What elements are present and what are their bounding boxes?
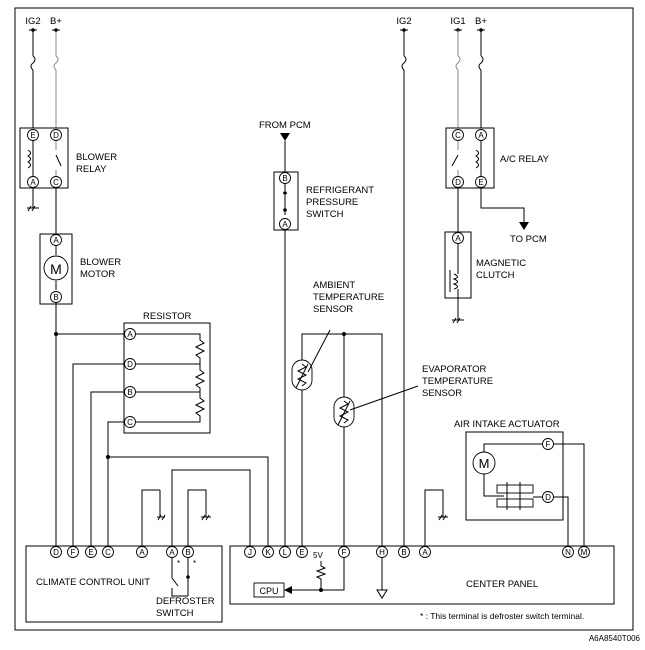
ac-relay-label: A/C RELAY (500, 154, 550, 165)
air-intake-actuator: M F D (465, 431, 564, 521)
center-panel-pin-f: F (342, 548, 347, 557)
refrigerant-switch-label-1: REFRIGERANT (306, 185, 374, 196)
ccu-pin-e: E (88, 548, 93, 557)
blower-relay-pin-e: E (30, 131, 35, 140)
air-intake-pin-d: D (545, 493, 551, 502)
to-pcm-label: TO PCM (510, 234, 547, 245)
resistor: A D B C (123, 322, 211, 434)
magnetic-clutch-label-1: MAGNETIC (476, 258, 526, 269)
from-pcm-label: FROM PCM (259, 120, 311, 131)
power-label-ig1-right: IG1 (450, 16, 465, 27)
resistor-pin-d: D (127, 360, 133, 369)
air-intake-title: AIR INTAKE ACTUATOR (454, 419, 560, 430)
center-panel-pin-n: N (565, 548, 571, 557)
blower-relay: E D A C (19, 127, 69, 189)
footnote: * : This terminal is defroster switch te… (420, 611, 584, 621)
ground-symbol (452, 298, 464, 324)
blower-motor-pin-a: A (53, 236, 59, 245)
ground-symbol (424, 489, 448, 546)
blower-relay-pin-c: C (53, 178, 59, 187)
blower-motor-pin-b: B (53, 293, 58, 302)
resistor-title: RESISTOR (143, 311, 192, 322)
ac-relay-pin-d: D (455, 178, 461, 187)
sensor-wires (301, 332, 383, 546)
refrigerant-pressure-switch: B A (273, 171, 299, 231)
center-panel: J K L E F H B A N M 5V CPU (229, 545, 615, 605)
blower-motor-symbol: M (50, 261, 62, 277)
resistor-pin-c: C (127, 418, 133, 427)
ambient-sensor-label-2: TEMPERATURE (313, 292, 384, 303)
from-pcm-arrow (280, 133, 290, 141)
right-power-wires (454, 28, 485, 128)
ambient-sensor-label-1: AMBIENT (313, 280, 355, 291)
magnetic-clutch-label-2: CLUTCH (476, 270, 515, 281)
magnetic-clutch-pin-a: A (455, 234, 461, 243)
power-label-ig2-left: IG2 (25, 16, 40, 27)
air-intake-pin-f: F (546, 440, 551, 449)
refrigerant-switch-label-3: SWITCH (306, 209, 344, 220)
center-panel-pin-b: B (401, 548, 406, 557)
resistor-pin-a: A (127, 330, 133, 339)
power-label-bplus-right: B+ (475, 16, 487, 27)
blower-relay-label-2: RELAY (76, 164, 107, 175)
power-label-ig2-mid: IG2 (396, 16, 411, 27)
air-intake-wires (554, 443, 585, 546)
ccu-pin-d: D (53, 548, 59, 557)
diagram-frame (14, 7, 634, 631)
ccu-pin-c: C (105, 548, 111, 557)
left-harness-wires (54, 303, 269, 546)
blower-motor-label-2: MOTOR (80, 269, 115, 280)
center-panel-pin-k: K (265, 548, 271, 557)
blower-relay-label-1: BLOWER (76, 152, 117, 163)
defroster-switch-label-1: DEFROSTER (156, 596, 215, 607)
magnetic-clutch: A (444, 231, 472, 299)
to-pcm-wire (480, 188, 525, 222)
left-power-wires (29, 28, 60, 128)
blower-motor: A M B (39, 233, 73, 305)
center-panel-pin-l: L (283, 548, 288, 557)
ground-symbol (27, 188, 39, 212)
ambient-temperature-sensor (291, 329, 331, 391)
ccu-pin-a1: A (139, 548, 145, 557)
resistor-pin-b: B (127, 388, 132, 397)
center-panel-5v: 5V (313, 551, 323, 560)
air-intake-motor-symbol: M (479, 456, 490, 471)
defroster-switch-label-2: SWITCH (156, 608, 194, 619)
evaporator-sensor-label-2: TEMPERATURE (422, 376, 493, 387)
power-label-bplus-left: B+ (50, 16, 62, 27)
center-panel-pin-a: A (422, 548, 428, 557)
ac-relay-pin-e: E (478, 178, 483, 187)
ccu-label: CLIMATE CONTROL UNIT (36, 577, 150, 588)
mid-power-wire (400, 28, 408, 546)
center-panel-pin-m: M (581, 548, 588, 557)
blower-relay-pin-a: A (30, 178, 36, 187)
ccu-pin-a2: A (169, 548, 175, 557)
diagram-code: A6A8540T006 (589, 634, 641, 643)
evaporator-sensor-label-3: SENSOR (422, 388, 462, 399)
climate-control-unit: D F E C A A * B * (25, 545, 223, 623)
ccu-star-2: * (193, 559, 196, 568)
refrigerant-switch-pin-b: B (282, 174, 287, 183)
center-panel-cpu: CPU (259, 586, 278, 596)
center-panel-pin-h: H (379, 548, 385, 557)
ccu-star-1: * (177, 559, 180, 568)
ccu-pin-f: F (71, 548, 76, 557)
refrigerant-switch-pin-a: A (282, 220, 288, 229)
ac-relay: C A D E (445, 127, 495, 189)
ac-relay-pin-c: C (455, 131, 461, 140)
to-pcm-arrow (519, 222, 529, 230)
ac-relay-pin-a: A (478, 131, 484, 140)
center-panel-label: CENTER PANEL (466, 579, 538, 590)
ambient-sensor-label-3: SENSOR (313, 304, 353, 315)
evaporator-temperature-sensor (333, 385, 419, 428)
center-panel-pin-e: E (299, 548, 304, 557)
blower-motor-label-1: BLOWER (80, 257, 121, 268)
evaporator-sensor-label-1: EVAPORATOR (422, 364, 487, 375)
blower-relay-pin-d: D (53, 131, 59, 140)
center-panel-pin-j: J (248, 548, 252, 557)
refrigerant-switch-label-2: PRESSURE (306, 197, 358, 208)
ccu-pin-b: B (185, 548, 190, 557)
